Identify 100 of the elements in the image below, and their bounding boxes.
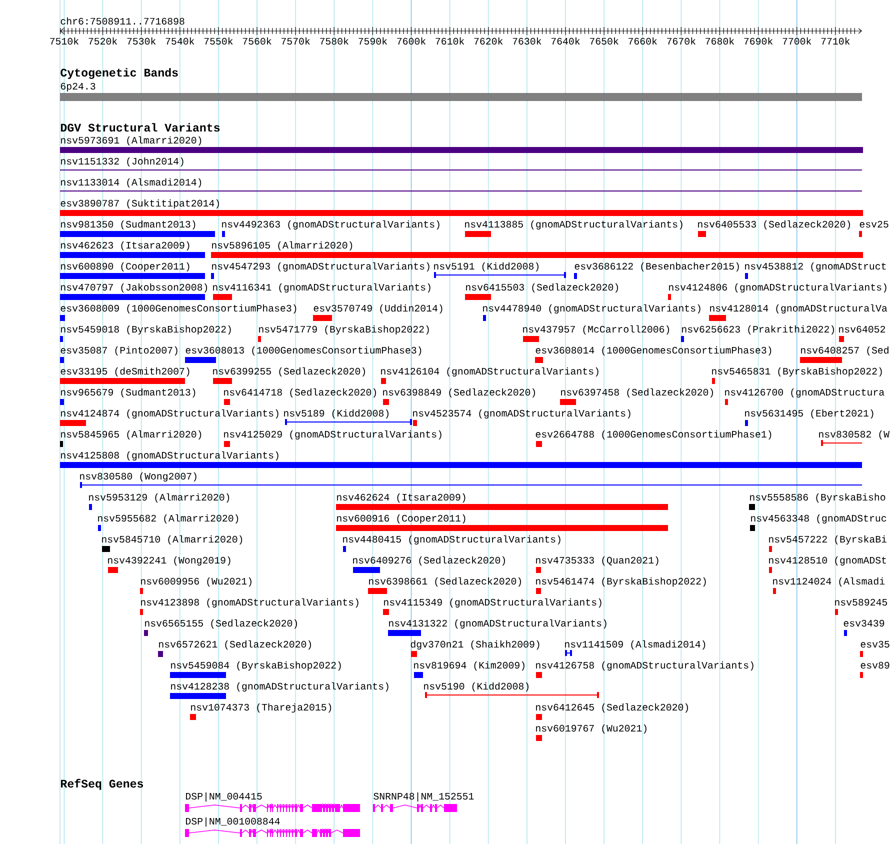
track-label: nsv4735333 (Quan2021): [536, 556, 658, 566]
axis-tick-label: 7570k: [281, 37, 310, 45]
track-heading: DGV Structural Variants: [60, 123, 220, 132]
track-label: nsv6565155 (Sedlazeck2020): [145, 619, 297, 629]
axis-tick-label: 7530k: [127, 37, 156, 45]
track-label: nsv4124874 (gnomADStructuralVariants): [61, 409, 278, 419]
track-label: esv35: [860, 640, 890, 648]
track-label: nsv5459018 (ByrskaBishop2022): [61, 325, 231, 335]
track-label: esv3608013 (1000GenomesConsortiumPhase3): [186, 346, 422, 356]
track-label: nsv4492363 (gnomADStructuralVariants): [222, 220, 440, 230]
track-label: nsv4563348 (gnomADStruc: [751, 514, 886, 524]
track-label: nsv5845965 (Almarri2020): [61, 430, 202, 440]
track-label: nsv4523574 (gnomADStructuralVariants): [413, 409, 630, 419]
track-label: nsv1141509 (Alsmadi2014): [565, 640, 706, 650]
track-label: nsv6256623 (Prakrithi2022): [682, 325, 834, 335]
track-label: nsv6405533 (Sedlazeck2020): [698, 220, 850, 230]
track-label: nsv5191 (Kidd2008): [434, 262, 538, 272]
gene-label: DSP|NM_004415: [186, 792, 262, 802]
track-label: nsv819694 (Kim2009): [414, 661, 524, 671]
track-label: nsv462623 (Itsara2009): [61, 241, 190, 251]
track-label: nsv437957 (McCarroll2006): [523, 325, 670, 335]
track-label: esv3570749 (Uddin2014): [314, 304, 442, 314]
track-label: nsv5896105 (Almarri2020): [212, 241, 352, 251]
track-label: nsv4116341 (gnomADStructuralVariants): [213, 283, 430, 293]
track-label: nsv5471779 (ByrskaBishop2022): [259, 325, 429, 335]
track-label: nsv589245: [835, 598, 888, 606]
track-label: esv33195 (deSmith2007): [60, 367, 190, 377]
axis-tick-label: 7700k: [782, 37, 812, 45]
track-label: nsv5631495 (Ebert2021): [745, 409, 874, 419]
track-label: nsv6397458 (Sedlazeck2020): [561, 388, 713, 398]
track-label: esv3890787 (Suktitipat2014): [60, 199, 219, 209]
track-label: nsv470797 (Jakobsson2008): [61, 283, 208, 293]
axis-tick-label: 7680k: [706, 37, 734, 45]
track-label: nsv1151332 (John2014): [61, 157, 184, 167]
track-label: nsv965679 (Sudmant2013): [61, 388, 196, 398]
track-label: nsv4131322 (gnomADStructuralVariants): [389, 619, 606, 629]
axis-tick-label: 7670k: [667, 37, 696, 45]
axis-tick-label: 7590k: [358, 37, 388, 45]
axis-tick-label: 7600k: [397, 37, 426, 45]
track-label: nsv5189 (Kidd2008): [284, 409, 388, 419]
axis-tick-label: 7610k: [436, 37, 464, 45]
track-label: nsv5953129 (Almarri2020): [89, 493, 230, 503]
track-label: dgv370n21 (Shaikh2009): [410, 640, 540, 650]
track-label: nsv4125808 (gnomADStructuralVariants): [61, 451, 278, 461]
track-label: esv3439: [844, 620, 884, 627]
track-label: nsv1133014 (Alsmadi2014): [61, 178, 202, 188]
axis-tick-label: 7650k: [590, 37, 618, 45]
axis-tick-label: 7540k: [166, 37, 194, 45]
track-label: nsv5955682 (Almarri2020): [98, 514, 238, 524]
track-label: nsv5190 (Kidd2008): [424, 682, 528, 692]
track-label: nsv4538812 (gnomADStruct: [745, 262, 886, 272]
axis-tick-label: 7560k: [242, 37, 272, 45]
track-label: nsv830582 (W: [819, 430, 890, 440]
track-label: nsv600916 (Cooper2011): [337, 514, 466, 524]
axis-tick-label: 7690k: [744, 37, 773, 45]
track-label: nsv4392241 (Wong2019): [108, 556, 230, 566]
track-label: esv2664788 (1000GenomesConsortiumPhase1): [536, 430, 772, 440]
track-label: nsv6415503 (Sedlazeck2020): [466, 283, 618, 293]
track-label: nsv6399255 (Sedlazeck2020): [213, 367, 365, 377]
track-label: esv3686122 (Besenbacher2015): [574, 262, 739, 272]
axis-tick-label: 7620k: [474, 37, 503, 45]
track-label: nsv981350 (Sudmant2013): [61, 220, 196, 230]
track-label: nsv830580 (Wong2007): [80, 472, 196, 482]
track-label: nsv6398849 (Sedlazeck2020): [383, 388, 535, 398]
track-label: nsv4128510 (gnomADSt: [769, 556, 886, 566]
track-label: nsv5465831 (ByrskaBishop2022): [712, 367, 882, 377]
axis-tick-label: 7520k: [88, 37, 118, 45]
region-title: chr6:7508911..7716898: [60, 17, 184, 25]
track-label: nsv4128238 (gnomADStructuralVariants): [171, 682, 388, 692]
track-label: nsv4126758 (gnomADStructuralVariants): [536, 661, 754, 671]
axis-tick-label: 7550k: [204, 37, 233, 45]
track-label: nsv64052: [839, 326, 886, 333]
track-label: nsv5845710 (Almarri2020): [102, 535, 242, 545]
track-label: nsv6009956 (Wu2021): [141, 577, 252, 587]
axis-tick-label: 7640k: [551, 37, 580, 45]
axis-tick-label: 7660k: [628, 37, 657, 45]
gene-label: DSP|NM_001008844: [186, 817, 280, 827]
track-label: nsv5459084 (ByrskaBishop2022): [171, 661, 341, 671]
track-label: nsv4125029 (gnomADStructuralVariants): [224, 430, 442, 440]
track-label: nsv5973691 (Almarri2020): [61, 136, 202, 146]
axis-tick-label: 7710k: [821, 37, 850, 45]
track-label: nsv4113885 (gnomADStructuralVariants): [465, 220, 682, 230]
track-heading: Cytogenetic Bands: [60, 68, 178, 79]
track-label: nsv4480415 (gnomADStructuralVariants): [343, 535, 560, 545]
track-label: nsv4126104 (gnomADStructuralVariants): [381, 367, 598, 377]
track-label: nsv6572621 (Sedlazeck2020): [159, 640, 311, 650]
track-label: esv89: [860, 662, 890, 669]
axis-tick-label: 7580k: [320, 37, 348, 45]
axis-tick-label: 7630k: [512, 37, 542, 45]
track-label: nsv6409276 (Sedlazeck2020): [353, 556, 505, 566]
track-label: nsv4126700 (gnomADStructura: [725, 388, 884, 398]
track-label: nsv5457222 (ByrskaBi: [769, 535, 887, 545]
track-label: esv25: [860, 220, 888, 228]
track-label: nsv4478940 (gnomADStructuralVariants): [483, 304, 700, 314]
track-label: nsv1124024 (Alsmadi: [773, 577, 885, 587]
track-label: nsv4115349 (gnomADStructuralVariants): [384, 598, 602, 608]
track-label: nsv5558586 (ByrskaBisho: [750, 493, 886, 503]
track-label: nsv4123898 (gnomADStructuralVariants): [141, 598, 358, 608]
track-label: nsv4547293 (gnomADStructuralVariants): [212, 262, 430, 272]
track-label: esv3608009 (1000GenomesConsortiumPhase3): [60, 304, 296, 314]
